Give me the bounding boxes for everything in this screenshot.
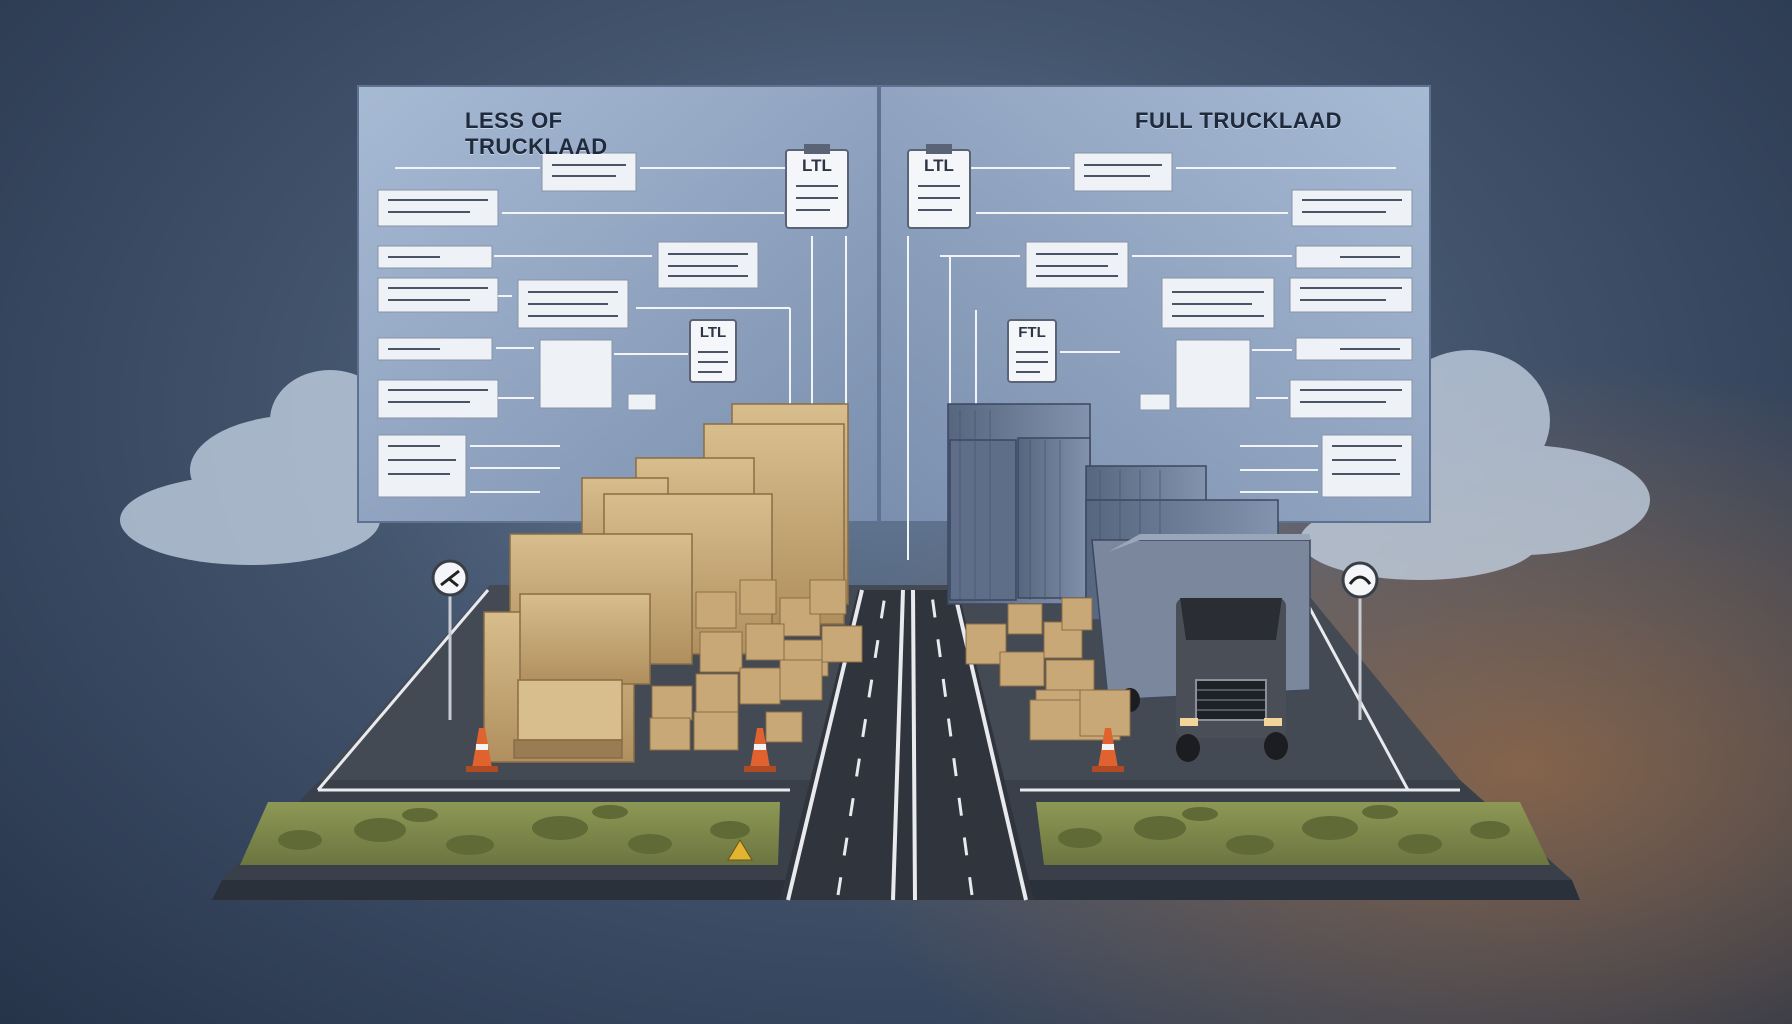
right-loose-boxes xyxy=(965,597,1131,741)
right-road-sign xyxy=(1341,561,1379,720)
board-title-right: FULL TRUCKLAAD xyxy=(1135,108,1343,133)
board-title-left: LESS OF TRUCKLAAD xyxy=(465,108,608,159)
container-ribs xyxy=(959,410,1161,606)
right-flow-arrows xyxy=(907,167,1396,560)
left-grass xyxy=(240,802,780,865)
right-clipboard-2 xyxy=(1007,319,1057,383)
left-cargo-stack xyxy=(483,403,849,763)
left-card-text-lines xyxy=(388,164,748,475)
left-clipboard-2 xyxy=(689,319,737,383)
left-road-sign xyxy=(431,559,469,720)
clipboard-label-right-2: FTL xyxy=(1018,324,1046,341)
clipboard-label-left-1: LTL xyxy=(802,156,832,175)
right-card-text-lines xyxy=(1036,164,1402,475)
warning-sign-icon xyxy=(727,839,753,861)
left-cone-2 xyxy=(744,728,776,772)
right-grass xyxy=(1036,802,1550,865)
right-cone xyxy=(1092,728,1124,772)
clipboard-label-left-2: LTL xyxy=(699,324,727,341)
left-clipboard-1 xyxy=(785,144,849,229)
left-cone-1 xyxy=(466,728,498,772)
right-clipboard-1 xyxy=(907,144,971,229)
left-loose-boxes xyxy=(649,579,863,751)
clipboard-label-right-1: LTL xyxy=(924,156,954,175)
left-info-cards xyxy=(377,152,759,498)
side-road-edges xyxy=(316,589,1460,792)
